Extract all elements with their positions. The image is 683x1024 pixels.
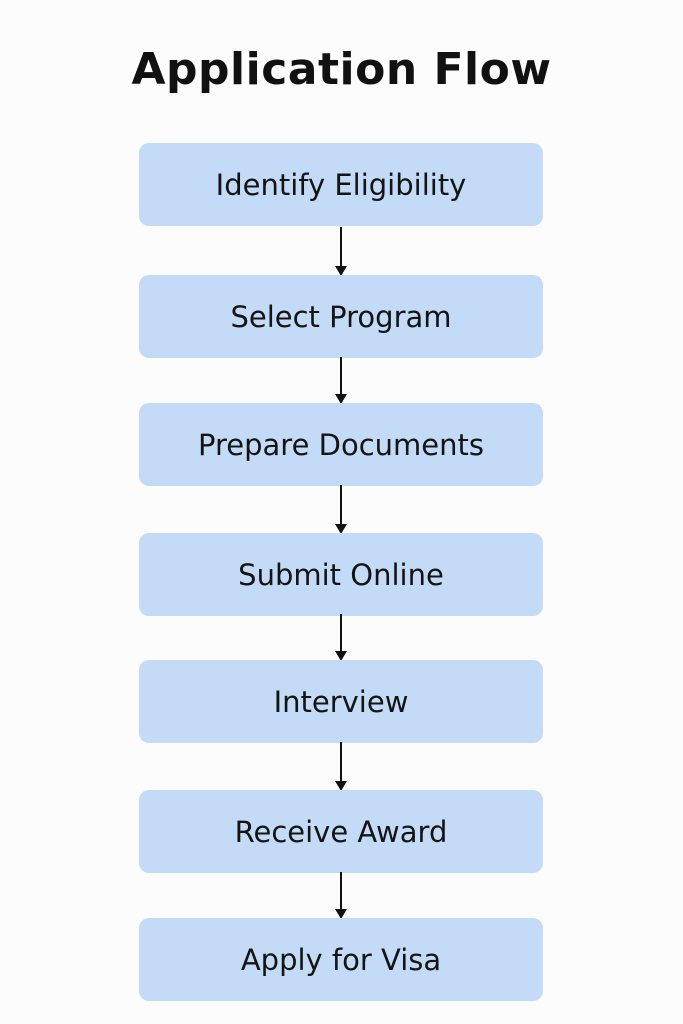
step-receive-award: Receive Award [139, 790, 543, 873]
step-label: Receive Award [234, 814, 448, 849]
down-arrow-icon [335, 357, 347, 404]
step-label: Apply for Visa [240, 942, 442, 977]
step-prepare-documents: Prepare Documents [139, 403, 543, 486]
step-label: Select Program [230, 299, 452, 334]
page-title: Application Flow [131, 44, 552, 95]
step-label: Prepare Documents [198, 427, 484, 462]
step-select-program: Select Program [139, 275, 543, 358]
step-label: Identify Eligibility [215, 167, 467, 202]
down-arrow-icon [335, 614, 347, 661]
step-identify-eligibility: Identify Eligibility [139, 143, 543, 226]
step-label: Submit Online [238, 557, 444, 592]
step-apply-for-visa: Apply for Visa [139, 918, 543, 1001]
step-interview: Interview [139, 660, 543, 743]
down-arrow-icon [335, 742, 347, 791]
down-arrow-icon [335, 485, 347, 534]
down-arrow-icon [335, 872, 347, 919]
down-arrow-icon [335, 227, 347, 276]
step-label: Interview [273, 684, 409, 719]
step-submit-online: Submit Online [139, 533, 543, 616]
